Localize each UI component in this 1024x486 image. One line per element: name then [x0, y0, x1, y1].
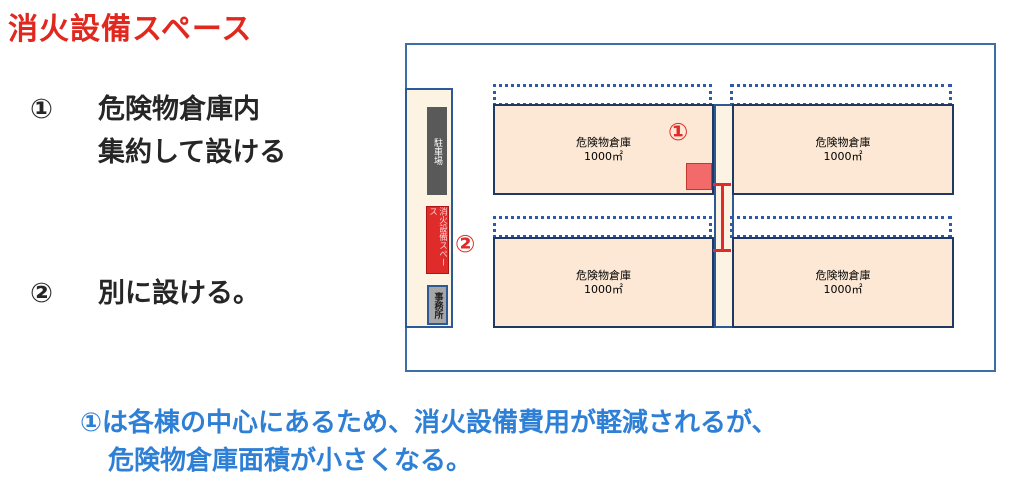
distance-indicator-top [713, 183, 731, 186]
option-1-number: ① [30, 94, 53, 125]
parking-label: 駐車場 [432, 137, 442, 165]
warehouse-bottom-right: 危険物倉庫 1000㎡ [732, 237, 954, 328]
warehouse-bottom-left: 危険物倉庫 1000㎡ [493, 237, 714, 328]
page-title: 消火設備スペース [8, 12, 253, 47]
warehouse-name: 危険物倉庫 [815, 135, 871, 149]
warehouse-name: 危険物倉庫 [576, 135, 631, 149]
fire-space-option-1 [686, 163, 712, 190]
warehouse-top-left: 危険物倉庫 1000㎡ [493, 104, 714, 195]
office-label: 事務所 [432, 291, 443, 319]
office-box: 事務所 [427, 285, 448, 325]
warehouse-area: 1000㎡ [823, 282, 863, 296]
option-1: ① 危険物倉庫内 集約して設ける [30, 88, 370, 178]
option-2-number: ② [30, 278, 53, 309]
distance-indicator [721, 185, 724, 251]
canopy-bottom-right [730, 216, 952, 238]
warehouse-area: 1000㎡ [823, 149, 863, 163]
warehouse-area: 1000㎡ [584, 149, 623, 163]
option-1-line-1: 危険物倉庫内 [98, 94, 260, 125]
warehouse-name: 危険物倉庫 [576, 268, 631, 282]
parking-area: 駐車場 [427, 107, 447, 195]
option-2-text: 別に設ける。 [98, 278, 260, 309]
fire-equipment-space: 消火設備スペース [426, 206, 449, 274]
warehouse-name: 危険物倉庫 [815, 268, 871, 282]
option-1-line-2: 集約して設ける [98, 137, 287, 168]
fire-equipment-space-label: 消火設備スペース [427, 207, 448, 267]
warehouse-area: 1000㎡ [584, 282, 623, 296]
canopy-top-right [730, 84, 952, 106]
canopy-top-left [493, 84, 712, 106]
warehouse-top-right: 危険物倉庫 1000㎡ [732, 104, 954, 195]
canopy-bottom-left [493, 216, 712, 238]
marker-1-label: ① [668, 118, 689, 146]
option-1-text: 危険物倉庫内 集約して設ける [98, 88, 286, 174]
footer-line-2: 危険物倉庫面積が小さくなる。 [108, 446, 473, 476]
marker-2-label: ② [455, 230, 476, 258]
distance-indicator-bottom [713, 249, 731, 252]
footer-line-1: ①は各棟の中心にあるため、消火設備費用が軽減されるが、 [80, 408, 778, 438]
option-2: ② 別に設ける。 [30, 272, 370, 317]
